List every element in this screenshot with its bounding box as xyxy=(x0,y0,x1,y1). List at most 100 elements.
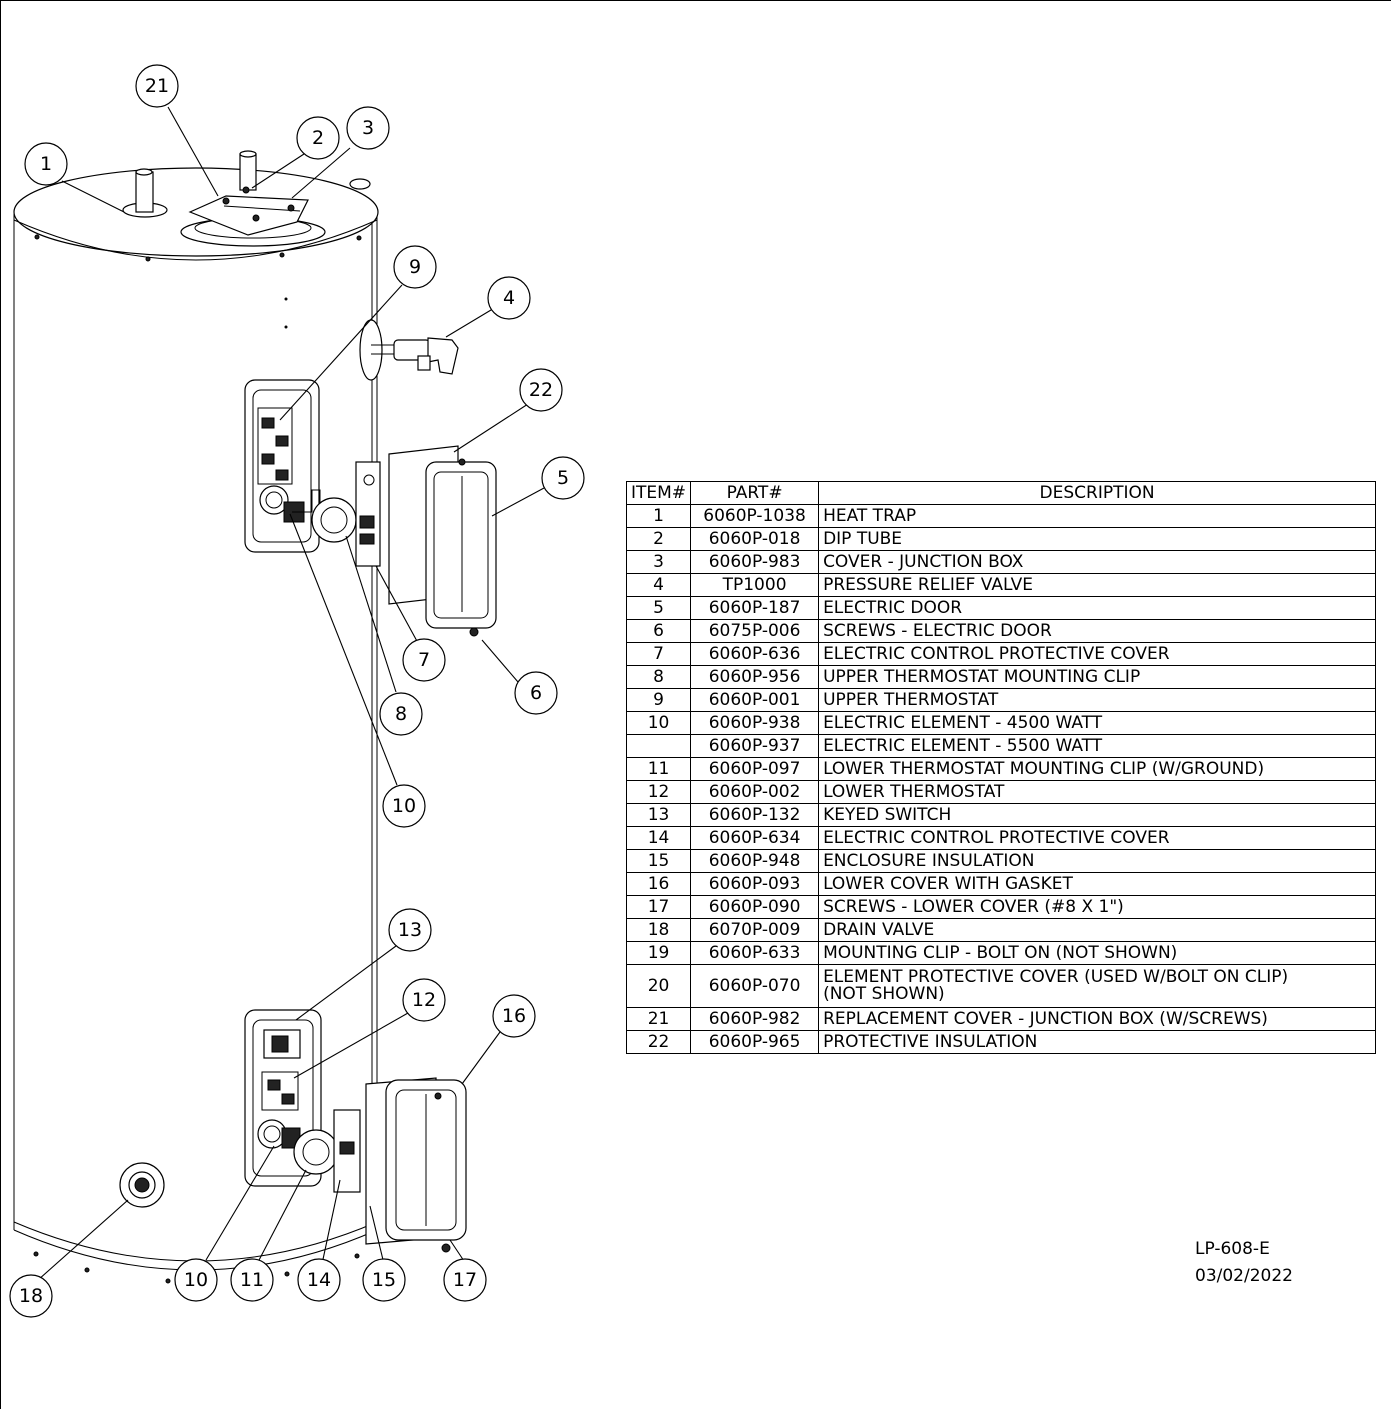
svg-text:1: 1 xyxy=(40,153,52,175)
description-cell: HEAT TRAP xyxy=(818,504,1377,528)
part-cell: 6060P-938 xyxy=(690,711,820,735)
description-cell: LOWER COVER WITH GASKET xyxy=(818,872,1377,896)
svg-text:17: 17 xyxy=(453,1269,477,1291)
item-cell xyxy=(625,734,692,758)
drain-valve xyxy=(119,1162,165,1208)
part-cell: 6060P-956 xyxy=(690,665,820,689)
callout-10-lower: 10 xyxy=(174,1258,218,1302)
svg-text:3: 3 xyxy=(362,117,374,139)
relief-valve xyxy=(359,319,459,381)
callout-11: 11 xyxy=(230,1258,274,1302)
part-cell: 6060P-090 xyxy=(690,895,820,919)
part-cell: 6060P-132 xyxy=(690,803,820,827)
svg-text:22: 22 xyxy=(529,379,553,401)
svg-text:12: 12 xyxy=(412,989,436,1011)
item-cell: 11 xyxy=(625,757,692,781)
callout-7: 7 xyxy=(402,638,446,682)
description-cell: UPPER THERMOSTAT MOUNTING CLIP xyxy=(818,665,1377,689)
description-cell: ELECTRIC DOOR xyxy=(818,596,1377,620)
part-cell: 6060P-634 xyxy=(690,826,820,850)
item-cell: 13 xyxy=(625,803,692,827)
description-cell: LOWER THERMOSTAT MOUNTING CLIP (W/GROUND… xyxy=(818,757,1377,781)
item-cell: 14 xyxy=(625,826,692,850)
item-cell: 20 xyxy=(625,964,692,1008)
part-cell: 6060P-636 xyxy=(690,642,820,666)
callout-5: 5 xyxy=(541,456,585,500)
part-cell: 6075P-006 xyxy=(690,619,820,643)
svg-text:11: 11 xyxy=(240,1269,264,1291)
svg-text:4: 4 xyxy=(503,287,515,309)
part-cell: 6060P-097 xyxy=(690,757,820,781)
description-cell: ENCLOSURE INSULATION xyxy=(818,849,1377,873)
svg-text:10: 10 xyxy=(184,1269,208,1291)
item-cell: 3 xyxy=(625,550,692,574)
svg-text:6: 6 xyxy=(530,682,542,704)
callout-13: 13 xyxy=(388,908,432,952)
lower-door-assembly xyxy=(365,1077,467,1253)
svg-text:2: 2 xyxy=(312,127,324,149)
description-line-1: ELEMENT PROTECTIVE COVER (USED W/BOLT ON… xyxy=(823,967,1289,987)
description-cell: ELEMENT PROTECTIVE COVER (USED W/BOLT ON… xyxy=(818,964,1377,1008)
item-cell: 18 xyxy=(625,918,692,942)
part-cell: 6060P-937 xyxy=(690,734,820,758)
part-cell: 6060P-093 xyxy=(690,872,820,896)
item-cell: 7 xyxy=(625,642,692,666)
header-description: DESCRIPTION xyxy=(818,481,1377,505)
item-cell: 5 xyxy=(625,596,692,620)
part-cell: 6060P-187 xyxy=(690,596,820,620)
svg-text:9: 9 xyxy=(409,256,421,278)
part-cell: 6060P-018 xyxy=(690,527,820,551)
callout-2: 2 xyxy=(296,116,340,160)
description-cell: DRAIN VALVE xyxy=(818,918,1377,942)
svg-text:16: 16 xyxy=(502,1005,526,1027)
description-cell: LOWER THERMOSTAT xyxy=(818,780,1377,804)
item-cell: 12 xyxy=(625,780,692,804)
description-cell: MOUNTING CLIP - BOLT ON (NOT SHOWN) xyxy=(818,941,1377,965)
item-cell: 2 xyxy=(625,527,692,551)
item-cell: 17 xyxy=(625,895,692,919)
description-line-2: (NOT SHOWN) xyxy=(823,984,945,1004)
callout-1: 1 xyxy=(24,142,68,186)
svg-text:8: 8 xyxy=(395,703,407,725)
description-cell: ELECTRIC CONTROL PROTECTIVE COVER xyxy=(818,826,1377,850)
upper-door-assembly xyxy=(388,445,497,637)
item-cell: 19 xyxy=(625,941,692,965)
part-cell: 6060P-001 xyxy=(690,688,820,712)
description-cell: SCREWS - LOWER COVER (#8 X 1") xyxy=(818,895,1377,919)
description-cell: ELECTRIC ELEMENT - 4500 WATT xyxy=(818,711,1377,735)
callout-9: 9 xyxy=(393,245,437,289)
upper-control-cavity xyxy=(244,379,381,567)
svg-text:7: 7 xyxy=(418,649,430,671)
leader-lines xyxy=(37,106,545,1281)
callout-8: 8 xyxy=(379,692,423,736)
svg-text:15: 15 xyxy=(372,1269,396,1291)
callout-14: 14 xyxy=(297,1258,341,1302)
svg-text:13: 13 xyxy=(398,919,422,941)
item-cell: 16 xyxy=(625,872,692,896)
part-cell: 6060P-965 xyxy=(690,1030,820,1054)
description-cell: REPLACEMENT COVER - JUNCTION BOX (W/SCRE… xyxy=(818,1007,1377,1031)
part-cell: 6060P-002 xyxy=(690,780,820,804)
callout-10-upper: 10 xyxy=(382,784,426,828)
description-cell: PRESSURE RELIEF VALVE xyxy=(818,573,1377,597)
callout-16: 16 xyxy=(492,994,536,1038)
item-cell: 8 xyxy=(625,665,692,689)
callout-6: 6 xyxy=(514,671,558,715)
callout-15: 15 xyxy=(362,1258,406,1302)
description-cell: PROTECTIVE INSULATION xyxy=(818,1030,1377,1054)
description-cell: ELECTRIC ELEMENT - 5500 WATT xyxy=(818,734,1377,758)
